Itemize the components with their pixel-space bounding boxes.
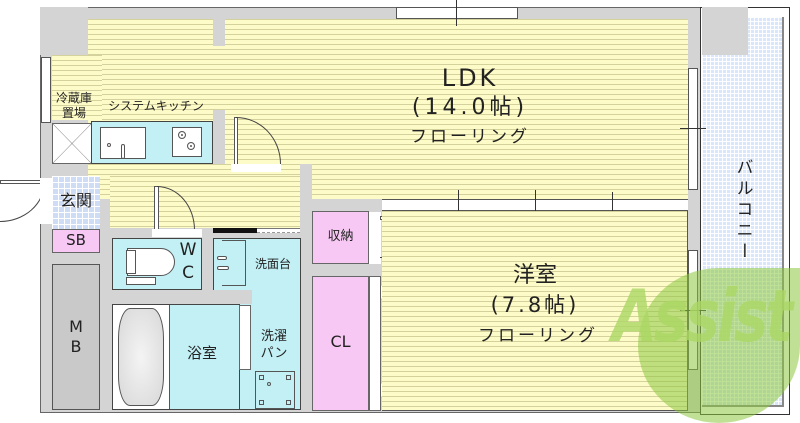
watermark-logo: [638, 268, 800, 423]
washbasin-faucet-icon: [217, 256, 227, 260]
sink-drain-icon: [107, 143, 111, 147]
washbasin-icon: [222, 240, 246, 286]
bathtub-basin-icon: [118, 308, 164, 406]
ldk-flooring: フローリング: [410, 127, 530, 147]
washroom-door-strip: [213, 228, 257, 233]
closet-label: CL: [330, 332, 351, 351]
ldk-left-window: [41, 57, 51, 123]
meter-box: [52, 264, 100, 410]
burner-icon: [187, 142, 195, 150]
window-mark: [680, 128, 706, 129]
hallway-wall: [300, 164, 312, 234]
ldk-name: LDK: [441, 64, 499, 92]
toilet-base: [126, 277, 156, 285]
system-kitchen-label: システムキッチン: [108, 99, 204, 113]
laundry-pan-foot: [286, 400, 291, 405]
entrance: [52, 176, 100, 231]
shoe-box-label: SB: [66, 231, 86, 249]
western-room-flooring: フローリング: [478, 326, 598, 346]
toilet-label-1: W: [179, 240, 197, 260]
closet: [312, 276, 369, 411]
washbasin-faucet-icon: [217, 266, 229, 270]
fridge-space: [52, 123, 92, 164]
kitchen-side-wall: [213, 110, 225, 164]
laundry-pan-foot: [259, 400, 264, 405]
toilet-bath-wall: [112, 290, 252, 304]
ldk-stub-wall: [213, 19, 225, 46]
door-gap: [152, 229, 202, 237]
meter-box-label-2: B: [70, 337, 82, 356]
hallway-floor: [110, 176, 300, 228]
laundry-pan-label-2: パン: [260, 346, 288, 361]
partition-mark: [535, 190, 536, 218]
ldk-size: (14.0帖): [411, 95, 529, 120]
shoe-box: [52, 229, 100, 253]
stove: [172, 127, 202, 157]
faucet-icon: [121, 144, 125, 159]
laundry-pan-foot: [286, 375, 291, 380]
burner-icon: [178, 131, 186, 139]
ldk-hall-floor: [312, 164, 382, 199]
closet-door: [369, 276, 381, 411]
closet-wall: [312, 264, 382, 276]
laundry-pan-drain-icon: [267, 382, 271, 386]
fridge-space-label-2: 置場: [61, 106, 86, 120]
window-mark: [456, 0, 457, 26]
toilet-tank-icon: [126, 250, 136, 274]
watermark-text: Assist: [612, 273, 793, 359]
storage-door-gap: [369, 212, 381, 264]
toilet-label-2: C: [182, 263, 194, 283]
balcony-column: [702, 7, 748, 55]
western-room-size: (7.8帖): [490, 293, 580, 317]
partition-mark: [458, 190, 459, 218]
partition-mark: [612, 192, 613, 218]
western-room-name: 洋室: [512, 263, 557, 288]
laundry-pan-foot: [259, 375, 264, 380]
storage-wall: [312, 199, 382, 211]
bathroom-label: 浴室: [186, 344, 217, 362]
storage: [312, 211, 369, 264]
laundry-pan-label-1: 洗濯: [260, 329, 287, 344]
washbasin-label: 洗面台: [254, 257, 291, 271]
washroom-door-strip: [257, 228, 300, 233]
ldk-floor: [88, 19, 688, 199]
ldk-corner-column: [40, 7, 88, 55]
fridge-space-label-1: 冷蔵庫: [55, 91, 92, 105]
entrance-door-frame: [40, 178, 52, 224]
ldk-floor-left: [52, 55, 102, 120]
ldk-right-window: [688, 68, 698, 190]
storage-label: 収納: [327, 229, 354, 244]
ldk-top-window: [396, 7, 518, 19]
bathroom-door: [239, 305, 251, 370]
laundry-pan: [255, 371, 295, 409]
entrance-door-arc: [0, 182, 45, 222]
entrance-label: 玄関: [59, 191, 92, 210]
door-gap: [231, 164, 281, 172]
western-room-floor: [382, 211, 688, 411]
meter-box-label-1: M: [69, 317, 83, 336]
balcony-label: バルコニー: [732, 158, 753, 263]
